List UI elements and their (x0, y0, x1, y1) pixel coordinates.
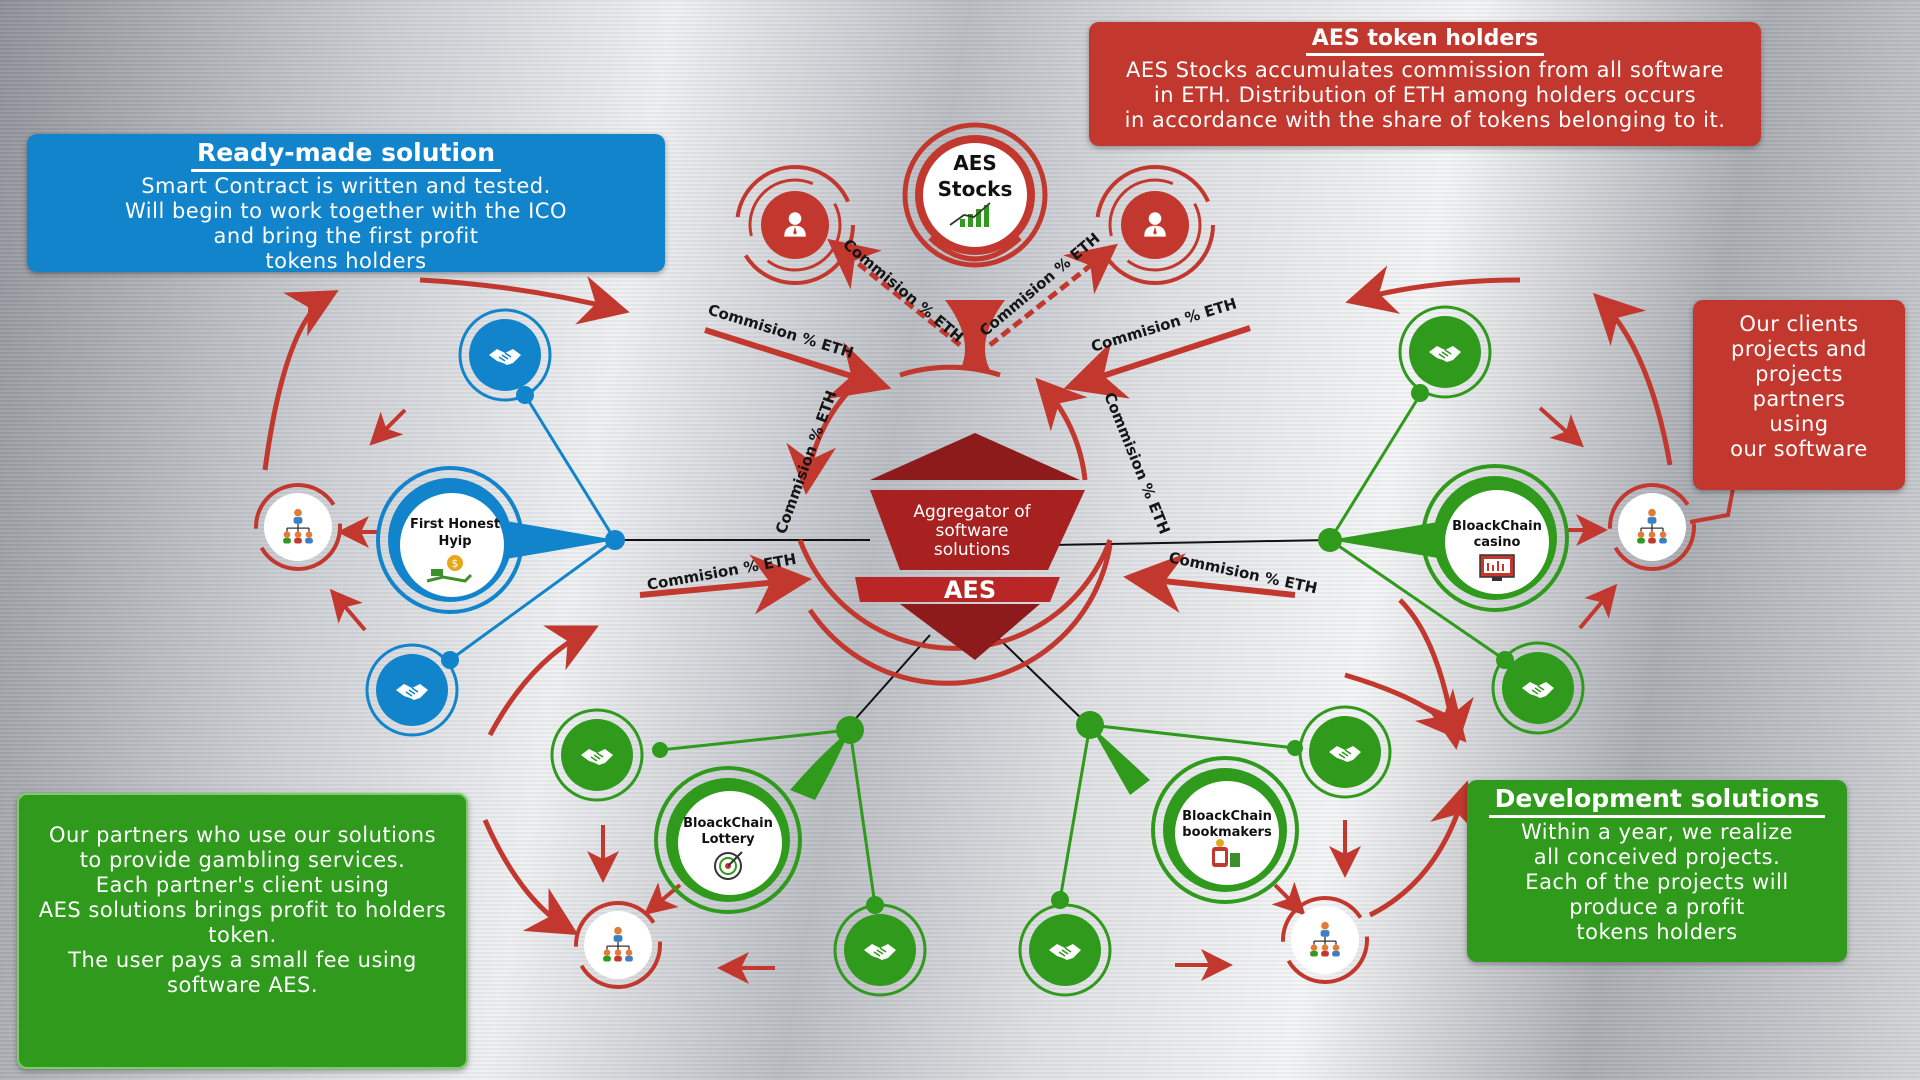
handshake-node-green-lottery-left (550, 708, 644, 802)
panel-line: tokens holders (265, 249, 427, 273)
panel-line: AES solutions brings profit to holders (38, 898, 447, 922)
bookmakers-node: BloackChain bookmakers (1151, 756, 1299, 904)
panel-line: all conceived projects. (1533, 845, 1781, 869)
panel-our-partners: Our partners who use our solutions to pr… (17, 793, 468, 1069)
handshake-node-green-casino-top (1398, 305, 1492, 399)
hyip-line1: First Honest (410, 517, 500, 532)
panel-development-solutions: Development solutions Within a year, we … (1467, 780, 1847, 962)
panel-line: token. (208, 923, 277, 947)
panel-line: AES Stocks accumulates commission from a… (1125, 58, 1725, 82)
handshake-node-green-bookmakers-right (1298, 705, 1392, 799)
bookmakers-line1: BloackChain (1182, 809, 1272, 824)
panel-line: Will begin to work together with the ICO (125, 199, 567, 223)
panel-line: in accordance with the share of tokens b… (1124, 108, 1726, 132)
handshake-node-blue-bottom (365, 643, 459, 737)
panel-line: Within a year, we realize (1520, 820, 1794, 844)
panel-line: projects and (1730, 337, 1867, 361)
aes-center-logo: Aggregator of software solutions AES (855, 433, 1085, 660)
hyip-line2: Hyip (438, 534, 471, 549)
panel-line: projects (1755, 362, 1843, 386)
handshake-node-blue-top (458, 308, 552, 402)
center-line2: software (935, 521, 1008, 541)
clients-connector (1689, 477, 1737, 524)
lottery-line2: Lottery (701, 832, 755, 847)
cup-icon (1212, 839, 1240, 867)
target-icon (714, 851, 743, 880)
panel-title: Ready-made solution (190, 138, 502, 172)
bookmakers-line2: bookmakers (1182, 825, 1272, 840)
casino-line2: casino (1474, 535, 1521, 550)
panel-line: tokens holders (1576, 920, 1738, 944)
panel-line: Our clients (1739, 312, 1859, 336)
panel-aes-token-holders: AES token holders AES Stocks accumulates… (1089, 22, 1761, 146)
clients-node-bottom-right (1281, 896, 1369, 984)
commission-label-ring-right: Commision % ETH (1100, 390, 1173, 537)
panel-line: using (1769, 412, 1829, 436)
svg-text:$: $ (452, 557, 459, 570)
panel-line: our software (1730, 437, 1868, 461)
holder-right (1095, 165, 1215, 285)
clients-node-bottom-left (574, 901, 662, 989)
panel-line: in ETH. Distribution of ETH among holder… (1153, 83, 1697, 107)
holder-left (735, 165, 855, 285)
panel-line: and bring the first profit (213, 224, 479, 248)
center-line1: Aggregator of (913, 502, 1031, 522)
panel-ready-made-solution: Ready-made solution Smart Contract is wr… (27, 134, 665, 273)
money-hand-icon: $ (426, 555, 473, 583)
casino-node: BloackChain casino (1421, 464, 1569, 612)
handshake-node-green-bookmakers-bottom (1018, 903, 1112, 997)
stocks-line2: Stocks (938, 177, 1013, 201)
lottery-line1: BloackChain (683, 816, 773, 831)
clients-node-right (1608, 483, 1696, 571)
panel-line: produce a profit (1569, 895, 1745, 919)
panel-line: Our partners who use our solutions (48, 823, 437, 847)
green-casino-cluster: BloackChain casino (1318, 305, 1585, 735)
slot-monitor-icon (1479, 554, 1515, 581)
panel-line: The user pays a small fee using (68, 948, 417, 972)
panel-title: AES token holders (1305, 26, 1545, 56)
lottery-node: BloackChain Lottery (654, 766, 802, 914)
green-lottery-cluster: BloackChain Lottery (550, 708, 927, 997)
blue-cluster: First Honest Hyip $ (365, 308, 625, 737)
central-ring (786, 364, 1113, 686)
panel-our-clients: Our clients projects and projects partne… (1693, 300, 1905, 490)
commission-arrows (639, 325, 1296, 615)
stocks-line1: AES (953, 151, 997, 175)
panel-line: partners (1752, 387, 1846, 411)
panel-line: Each partner's client using (95, 873, 390, 897)
center-line3: solutions (934, 540, 1010, 560)
handshake-node-green-casino-bottom (1491, 641, 1585, 735)
aes-stocks-node: AES Stocks (902, 122, 1048, 370)
panel-title: Development solutions (1488, 784, 1826, 818)
growth-chart-icon (949, 202, 991, 227)
center-brand: AES (944, 576, 996, 604)
hyip-node: First Honest Hyip $ (376, 466, 524, 614)
panel-line: software AES. (167, 973, 318, 997)
panel-line: Each of the projects will (1525, 870, 1789, 894)
clients-node-left (254, 483, 342, 571)
connector-lines (600, 539, 1331, 726)
green-bookmakers-cluster: BloackChain bookmakers (1018, 705, 1392, 997)
holders-arrows (827, 238, 1118, 347)
panel-line: to provide gambling services. (79, 848, 406, 872)
commission-label-top-right: Commision % ETH (1089, 294, 1239, 355)
cycle-arrows (262, 265, 1673, 936)
panel-line: Smart Contract is written and tested. (141, 174, 551, 198)
casino-line1: BloackChain (1452, 519, 1542, 534)
handshake-node-green-lottery-bottom (833, 903, 927, 997)
commission-label-ring-left: Commision % ETH (772, 388, 841, 536)
